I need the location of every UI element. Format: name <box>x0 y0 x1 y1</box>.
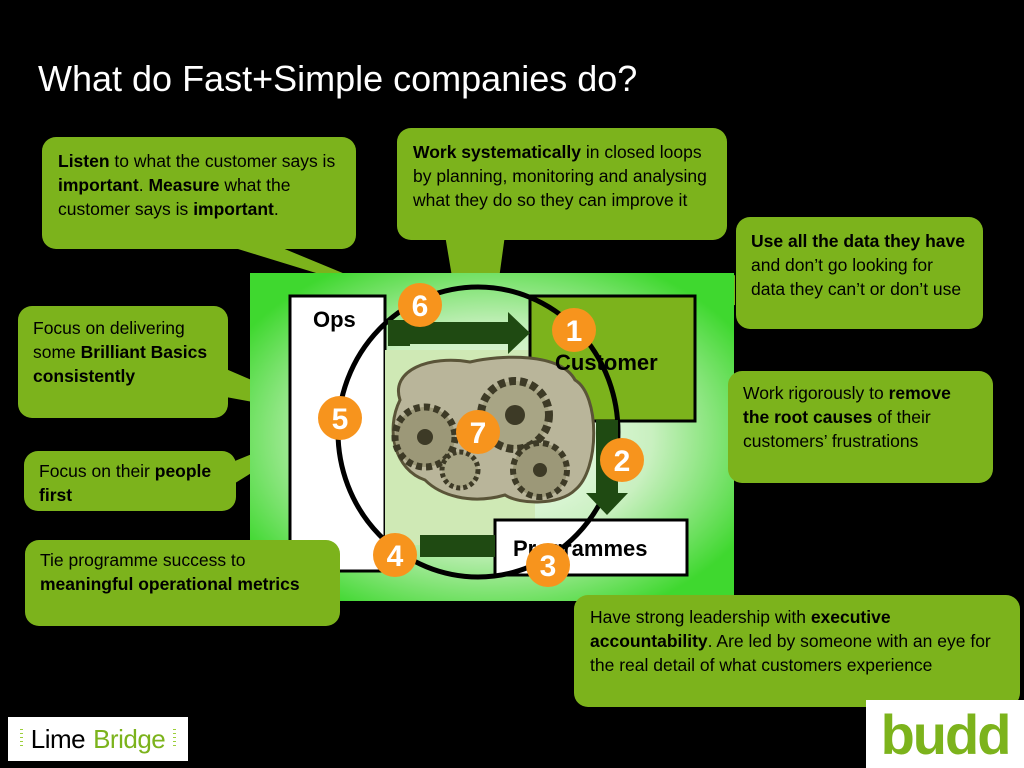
callout-listen: Listen to what the customer says is impo… <box>42 137 356 249</box>
badge-7: 7 <box>456 410 500 454</box>
badge-3: 3 <box>526 543 570 587</box>
ops-label: Ops <box>313 307 356 332</box>
badge-4: 4 <box>373 533 417 577</box>
svg-text:3: 3 <box>540 550 557 583</box>
page-title: What do Fast+Simple companies do? <box>38 58 638 99</box>
badge-2: 2 <box>600 438 644 482</box>
callout-programme-success: Tie programme success to meaningful oper… <box>25 540 340 626</box>
svg-text:7: 7 <box>470 417 487 450</box>
callout-use-all-data: Use all the data they have and don’t go … <box>736 217 983 329</box>
callout-root-causes: Work rigorously to remove the root cause… <box>728 371 993 483</box>
callout-leadership: Have strong leadership with executive ac… <box>574 595 1020 707</box>
callout-people-first: Focus on their people first <box>24 451 236 511</box>
svg-text:2: 2 <box>614 445 631 478</box>
svg-text:5: 5 <box>332 403 349 436</box>
customer-label: Customer <box>555 350 658 375</box>
callout-brilliant-basics: Focus on delivering some Brilliant Basic… <box>18 306 228 418</box>
svg-text:4: 4 <box>387 540 404 573</box>
callout-work-systematically: Work systematically in closed loops by p… <box>397 128 727 240</box>
svg-text:6: 6 <box>412 290 429 323</box>
cycle-arrows <box>388 312 628 557</box>
badge-1: 1 <box>552 308 596 352</box>
budd-logo: budd <box>866 700 1024 768</box>
badge-5: 5 <box>318 396 362 440</box>
badge-6: 6 <box>398 283 442 327</box>
svg-text:1: 1 <box>566 315 583 348</box>
